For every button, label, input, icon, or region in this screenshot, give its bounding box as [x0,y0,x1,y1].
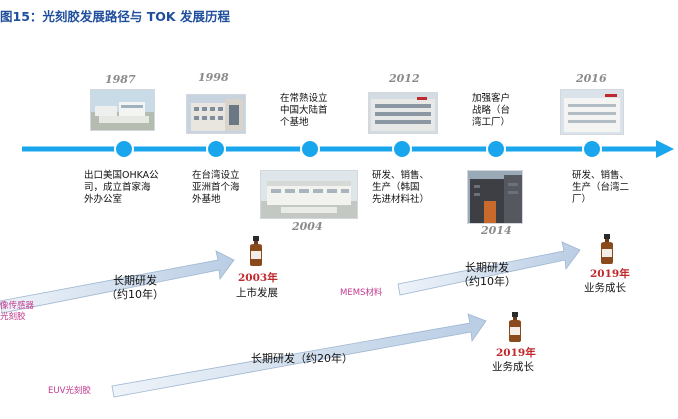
factory-photo-1998 [186,94,246,134]
year-label-1987: 1987 [105,73,136,86]
timeline-node-1987 [114,139,134,159]
event-2014: 加强客户 战略（台 湾工厂） [472,93,511,128]
milestone-text-2: 业务成长 [584,282,626,294]
timeline-node-2004 [300,139,320,159]
resist-bottle-icon [506,312,524,342]
milestone-year-2: 2019年 [590,268,630,280]
timeline-nodes [114,139,602,159]
factory-photo-2004 [260,170,358,219]
timeline-node-2016 [582,139,602,159]
factory-photo-2012 [368,92,438,134]
milestone-text-1: 上市发展 [236,287,278,299]
milestone-text-3: 业务成长 [492,361,534,373]
timeline-node-2012 [392,139,412,159]
period-arrow-3 [111,313,487,398]
segment-label-image-sensor: 像传感器 光刻胶 [0,301,35,322]
factory-photo-1987 [90,89,155,131]
year-label-2016: 2016 [576,72,607,85]
year-label-2004: 2004 [292,220,323,233]
period-label-3: 长期研发（约20年） [251,352,353,365]
event-2004: 在常熟设立 中国大陆首 个基地 [280,93,328,128]
period-arrow-1 [0,250,235,314]
factory-photo-2016 [560,89,624,135]
resist-bottle-icon [598,234,616,264]
segment-label-euv: EUV光刻胶 [48,386,91,396]
factory-photo-2014 [467,170,523,224]
period-label-1: 长期研发 （约10年） [106,274,164,301]
milestone-year-3: 2019年 [496,347,536,359]
segment-label-mems: MEMS材料 [340,288,383,298]
event-2012: 研发、销售、 生产（韩国 先进材料社） [372,170,430,205]
event-1998: 在台湾设立 亚洲首个海 外基地 [192,170,240,205]
year-label-2012: 2012 [389,72,420,85]
milestone-year-1: 2003年 [238,272,278,284]
period-arrow-2 [397,241,581,296]
year-label-2014: 2014 [481,224,512,237]
figure-title: 图15：光刻胶发展路径与 TOK 发展历程 [0,9,230,24]
resist-bottle-icon [247,236,265,266]
period-label-2: 长期研发 （约10年） [458,261,516,288]
event-2016: 研发、销售、 生产（台湾二 厂） [572,170,630,205]
event-1987: 出口美国OHKA公 司，成立首家海 外办公室 [84,170,159,205]
timeline-node-1998 [206,139,226,159]
timeline-node-2014 [486,139,506,159]
year-label-1998: 1998 [198,71,229,84]
